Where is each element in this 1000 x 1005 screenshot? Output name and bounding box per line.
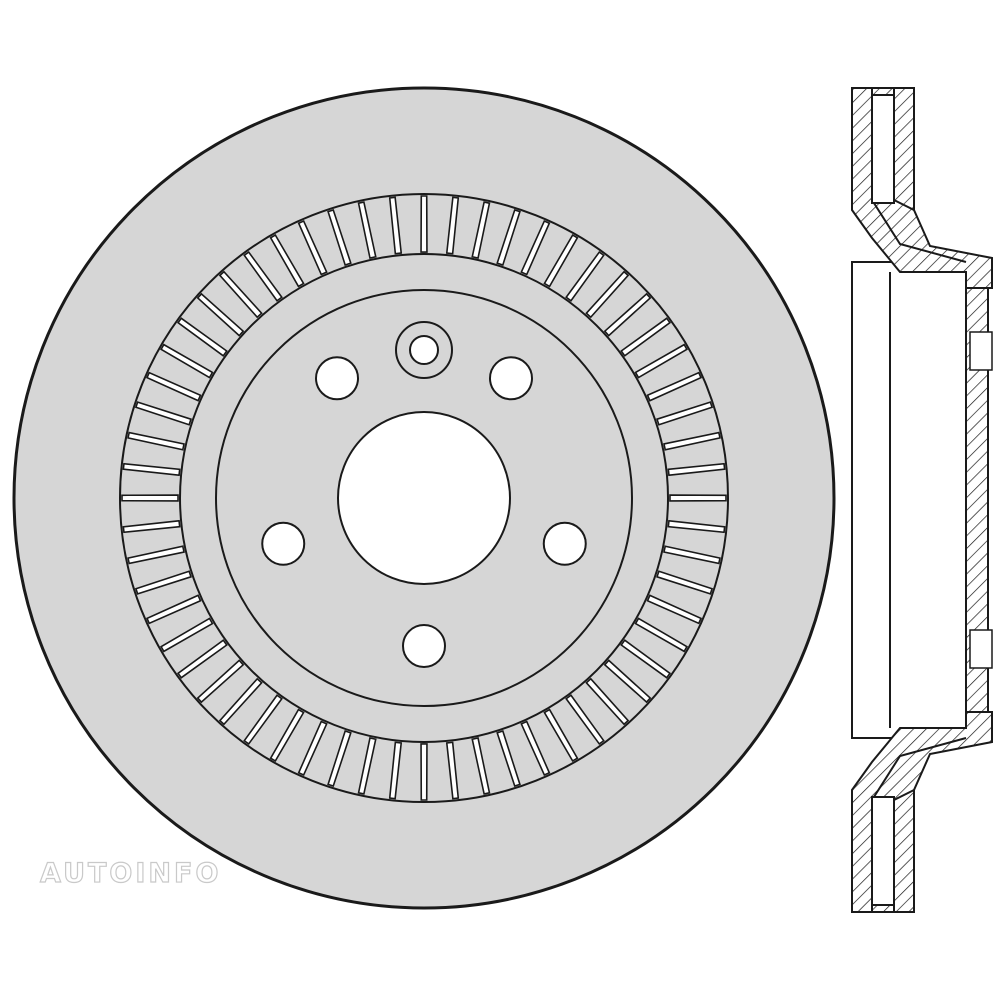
vane xyxy=(122,519,181,534)
vane xyxy=(218,677,263,726)
vane xyxy=(620,317,672,357)
vane xyxy=(145,594,202,625)
stud-hole xyxy=(261,521,306,566)
stud-hole xyxy=(315,356,360,401)
stud-holes xyxy=(261,356,587,668)
vane xyxy=(127,545,185,565)
vane xyxy=(420,195,428,253)
vane xyxy=(663,545,721,565)
hat-body xyxy=(851,261,988,739)
vane xyxy=(388,196,403,255)
center-bore xyxy=(337,411,511,585)
vane xyxy=(667,462,726,477)
cooling-vanes xyxy=(121,195,727,801)
vane xyxy=(176,639,228,679)
vane xyxy=(585,270,630,319)
vane xyxy=(420,743,428,801)
vane xyxy=(603,659,652,704)
vane xyxy=(160,343,214,379)
vane xyxy=(297,720,328,777)
vane xyxy=(196,292,245,337)
vane xyxy=(445,741,460,800)
vane xyxy=(134,570,192,595)
vane xyxy=(176,317,228,357)
vane xyxy=(196,659,245,704)
vane xyxy=(357,201,377,259)
locating-hole xyxy=(409,335,439,365)
vane xyxy=(634,343,688,379)
vane xyxy=(634,617,688,653)
vane xyxy=(145,371,202,402)
vane xyxy=(357,737,377,795)
vane xyxy=(496,730,521,788)
vane xyxy=(445,196,460,255)
vane xyxy=(646,594,703,625)
vane xyxy=(269,708,305,762)
vane xyxy=(669,494,727,502)
vane xyxy=(127,431,185,451)
vane xyxy=(656,401,714,426)
vane xyxy=(656,570,714,595)
stud-hole xyxy=(402,624,446,668)
watermark-logo: AUTOINFO xyxy=(39,857,222,889)
vane xyxy=(603,292,652,337)
vane xyxy=(471,201,491,259)
vane xyxy=(620,639,672,679)
vane xyxy=(269,234,305,288)
vane xyxy=(122,462,181,477)
vane xyxy=(327,730,352,788)
vane xyxy=(565,694,605,746)
vane xyxy=(543,708,579,762)
vane xyxy=(134,401,192,426)
vane xyxy=(471,737,491,795)
vane xyxy=(585,677,630,726)
vane xyxy=(297,219,328,276)
vane xyxy=(543,234,579,288)
vane xyxy=(327,208,352,266)
vane xyxy=(565,250,605,302)
vane xyxy=(520,720,551,777)
vane xyxy=(160,617,214,653)
vane xyxy=(496,208,521,266)
stud-hole xyxy=(488,356,533,401)
vane xyxy=(646,371,703,402)
vane xyxy=(667,519,726,534)
rotor-front-view xyxy=(12,86,836,910)
vane xyxy=(520,219,551,276)
vane xyxy=(218,270,263,319)
vane xyxy=(243,250,283,302)
vane xyxy=(663,431,721,451)
rotor-side-section xyxy=(851,87,993,913)
vane xyxy=(121,494,179,502)
stud-hole xyxy=(542,521,587,566)
vane xyxy=(243,694,283,746)
vane xyxy=(388,741,403,800)
